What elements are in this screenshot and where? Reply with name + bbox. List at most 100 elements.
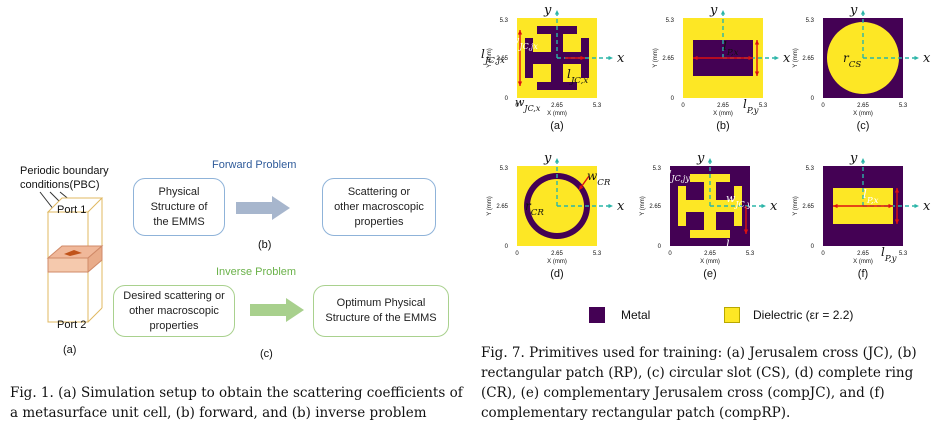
panel-e-xtick-left: 0 (668, 251, 672, 257)
panel-d-y-letter: y (543, 151, 552, 166)
forward-left-box: Physical Structure of the EMMS (133, 178, 225, 236)
panel-c-xaxis-title: X (mm) (853, 111, 873, 117)
panel-b-ann-lpy: lP,y (743, 97, 759, 116)
panel-d-yaxis-title: Y (mm) (487, 196, 493, 216)
panel-c-ann-rcs: rCS (843, 51, 861, 70)
port1-label: Port 1 (57, 204, 87, 216)
panel-c-x-axis-head (914, 55, 919, 61)
panel-a-ann-ljcx: lJC,x (567, 67, 588, 86)
panel-c-xtick-left: 0 (821, 103, 825, 109)
panel-d-y-axis-head (554, 158, 560, 163)
panel-b-ytick-top: 5.3 (666, 18, 675, 24)
panel-d-xtick-mid: 2.65 (551, 251, 563, 257)
fig7-caption: Fig. 7. Primitives used for training: (a… (481, 345, 917, 421)
panel-e-y-letter: y (696, 151, 705, 166)
panel-a-ann-ljcjx: lJC,jx (481, 47, 505, 66)
panel-c-xtick-right: 5.3 (899, 103, 908, 109)
panel-a-ann-wjcx: wJC,x (515, 96, 541, 113)
panel-b-yaxis-title: Y (mm) (653, 48, 659, 68)
inverse-arrow (250, 298, 304, 322)
panel-d-xtick-left: 0 (515, 251, 519, 257)
forward-arrow (236, 196, 290, 220)
panel-f-ann-lpx: lP,x (863, 187, 879, 206)
panel-b-lpx-right-head (748, 55, 753, 61)
panel-a-ytick-bot: 0 (505, 96, 509, 102)
panel-f-lpy-down-head (894, 219, 900, 224)
panel-b-y-axis-head (720, 10, 726, 15)
forward-title: Forward Problem (212, 159, 297, 171)
panel-f-lpy-up-head (894, 188, 900, 193)
panel-e-xtick-right: 5.3 (746, 251, 755, 257)
fig1c-label: (c) (260, 348, 273, 360)
panel-e-ann-ljcjy: lJC,jy (660, 252, 682, 269)
panel-b-xaxis-title: X (mm) (713, 111, 733, 117)
panel-b-label: (b) (716, 120, 729, 132)
panel-d-ytick-bot: 0 (505, 244, 509, 250)
panel-a-cap-bottom (537, 82, 577, 90)
panel-d-xaxis-title: X (mm) (547, 259, 567, 265)
panel-b-xtick-mid: 2.65 (717, 103, 729, 109)
panel-a-ljcjx-arrow-down-head (517, 81, 523, 86)
panel-f-ytick-mid: 2.65 (802, 204, 814, 210)
panel-d-x-axis-head (608, 203, 613, 209)
panel-a-ljcx-arrow-head (580, 55, 585, 61)
panel-e-ljcy-arrow-head (743, 229, 749, 234)
panel-b-lpx-left-head (693, 55, 698, 61)
panel-c-x-letter: x (923, 51, 931, 66)
panel-d-xtick-right: 5.3 (593, 251, 602, 257)
panel-b-x-letter: x (783, 51, 791, 66)
panel-d-ytick-mid: 2.65 (496, 204, 508, 210)
panel-f-xaxis-title: X (mm) (853, 259, 873, 265)
panel-f-y-letter: y (849, 151, 858, 166)
panel-d-ann-rcr: rCR (525, 199, 544, 218)
forward-right-box: Scattering or other macroscopic properti… (322, 178, 436, 236)
panel-c-ytick-mid: 2.65 (802, 56, 814, 62)
port2-label: Port 2 (57, 319, 87, 331)
panel-d-label: (d) (550, 268, 563, 280)
panel-f-xtick-right: 5.3 (899, 251, 908, 257)
panel-a-x-letter: x (617, 51, 625, 66)
panel-f-ytick-bot: 0 (811, 244, 815, 250)
panel-f-ann-lpy: lP,y (881, 245, 897, 264)
panel-e-y-axis-head (707, 158, 713, 163)
panel-c-xtick-mid: 2.65 (857, 103, 869, 109)
panel-e-ann-ljcy: lJC,y (726, 238, 746, 255)
panel-d-wcr-arrow-head (579, 185, 584, 190)
panel-a-ytick-mid: 2.65 (496, 56, 508, 62)
panel-a-label: (a) (550, 120, 563, 132)
panel-b-ytick-bot: 0 (671, 96, 675, 102)
panel-c-label: (c) (857, 120, 870, 132)
legend-dielectric-swatch (724, 307, 740, 323)
panel-e-xaxis-title: X (mm) (700, 259, 720, 265)
panel-b-xtick-right: 5.3 (759, 103, 768, 109)
panel-a-xtick-left: 0 (515, 103, 519, 109)
panel-b-lpy-down-head (754, 71, 760, 76)
panel-e-ann-wjcy: wJC,y (726, 192, 752, 209)
panel-a-ann-wjcjx: wJC,jx (510, 34, 538, 51)
panel-e-cap-bottom (690, 230, 730, 238)
panel-e-yaxis-title: Y (mm) (640, 196, 646, 216)
panel-e-cap-left (678, 186, 686, 226)
panel-f-y-axis-head (860, 158, 866, 163)
panel-a-xaxis-title: X (mm) (547, 111, 567, 117)
panel-a-ljcjx-arrow-up-head (517, 30, 523, 35)
panel-b-lpy-up-head (754, 40, 760, 45)
panel-b-y-letter: y (709, 3, 718, 18)
panel-f-lpx-left-head (833, 203, 838, 209)
inverse-right-box: Optimum Physical Structure of the EMMS (313, 285, 449, 337)
panel-b-xtick-left: 0 (681, 103, 685, 109)
panel-f-x-axis-head (914, 203, 919, 209)
panel-a-y-axis-head (554, 10, 560, 15)
panel-e-ann-wjcjy: wJC,jy (662, 166, 690, 183)
panel-b-ytick-mid: 2.65 (662, 56, 674, 62)
panel-a-yaxis-title: Y (mm) (487, 48, 493, 68)
panel-c-ytick-top: 5.3 (806, 18, 815, 24)
fig1b-label: (b) (258, 239, 272, 251)
panel-c-yaxis-title: Y (mm) (793, 48, 799, 68)
panel-f-label: (f) (858, 268, 868, 280)
legend-metal-label: Metal (621, 308, 651, 322)
panel-d-ann-wcr: wCR (587, 169, 611, 188)
panel-e-xtick-mid: 2.65 (704, 251, 716, 257)
panel-f-lpx-right-head (888, 203, 893, 209)
panel-a-y-letter: y (543, 3, 552, 18)
